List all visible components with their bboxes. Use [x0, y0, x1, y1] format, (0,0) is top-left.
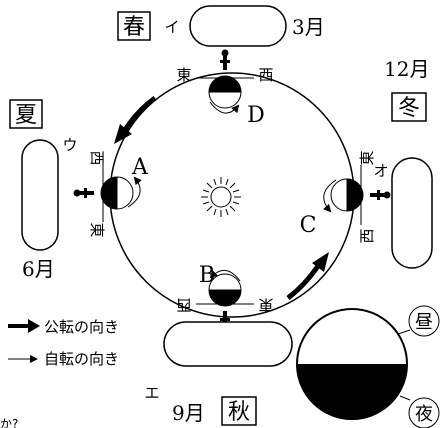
position-label-D: D — [247, 103, 265, 128]
season-box-summer — [9, 99, 43, 129]
footer-text-fragment: か? — [0, 417, 18, 428]
revolution-arrow-top-left — [114, 95, 157, 144]
day-night-circle — [296, 308, 408, 420]
legend-rotation: 自転の向き — [8, 350, 119, 368]
direction-east-A: 東 — [88, 222, 106, 237]
person-icon — [220, 49, 230, 70]
season-label-summer: 夏 — [15, 103, 37, 128]
answer-oval-u[interactable] — [21, 139, 59, 251]
night-label: 夜 — [415, 404, 433, 425]
answer-oval-e[interactable] — [163, 321, 293, 367]
month-label-march: 3月 — [292, 15, 325, 39]
direction-west-D: 西 — [258, 66, 273, 84]
earth-position-A — [73, 162, 142, 222]
direction-east-D: 東 — [176, 66, 191, 84]
earth-position-D — [196, 49, 254, 114]
answer-oval-o[interactable] — [391, 157, 433, 269]
callout-night: 夜 — [399, 395, 440, 428]
season-label-autumn: 秋 — [228, 400, 250, 425]
direction-west-C: 西 — [358, 228, 376, 243]
season-label-winter: 冬 — [398, 96, 420, 121]
callout-day: 昼 — [397, 305, 440, 337]
direction-west-A: 西 — [88, 150, 106, 165]
revolution-arrow-bottom-right — [286, 252, 329, 300]
answer-oval-i[interactable] — [189, 5, 287, 47]
earth-position-C — [323, 165, 391, 225]
option-letter-e: エ — [144, 384, 159, 402]
position-label-C: C — [300, 213, 317, 238]
person-icon — [73, 188, 94, 198]
legend-revolution: 公転の向き — [8, 318, 119, 336]
sun-icon — [201, 177, 241, 217]
legend-revolution-label: 公転の向き — [44, 318, 119, 336]
month-label-december: 12月 — [384, 57, 429, 81]
season-label-spring: 春 — [123, 15, 145, 40]
position-label-A: A — [131, 155, 149, 180]
option-letter-u: ウ — [62, 136, 77, 154]
direction-west-B: 西 — [176, 296, 191, 314]
month-label-june: 6月 — [22, 257, 55, 281]
option-letter-i: イ — [164, 18, 179, 36]
position-label-B: B — [199, 263, 215, 288]
month-label-september: 9月 — [172, 401, 205, 425]
direction-east-C: 東 — [358, 150, 376, 165]
season-box-spring — [117, 11, 151, 41]
direction-east-B: 東 — [258, 296, 273, 314]
option-letter-o: オ — [373, 162, 388, 180]
legend-rotation-label: 自転の向き — [44, 350, 119, 368]
season-box-winter — [391, 92, 427, 122]
day-label: 昼 — [415, 312, 433, 333]
season-box-autumn — [221, 396, 257, 426]
person-icon — [370, 190, 391, 200]
